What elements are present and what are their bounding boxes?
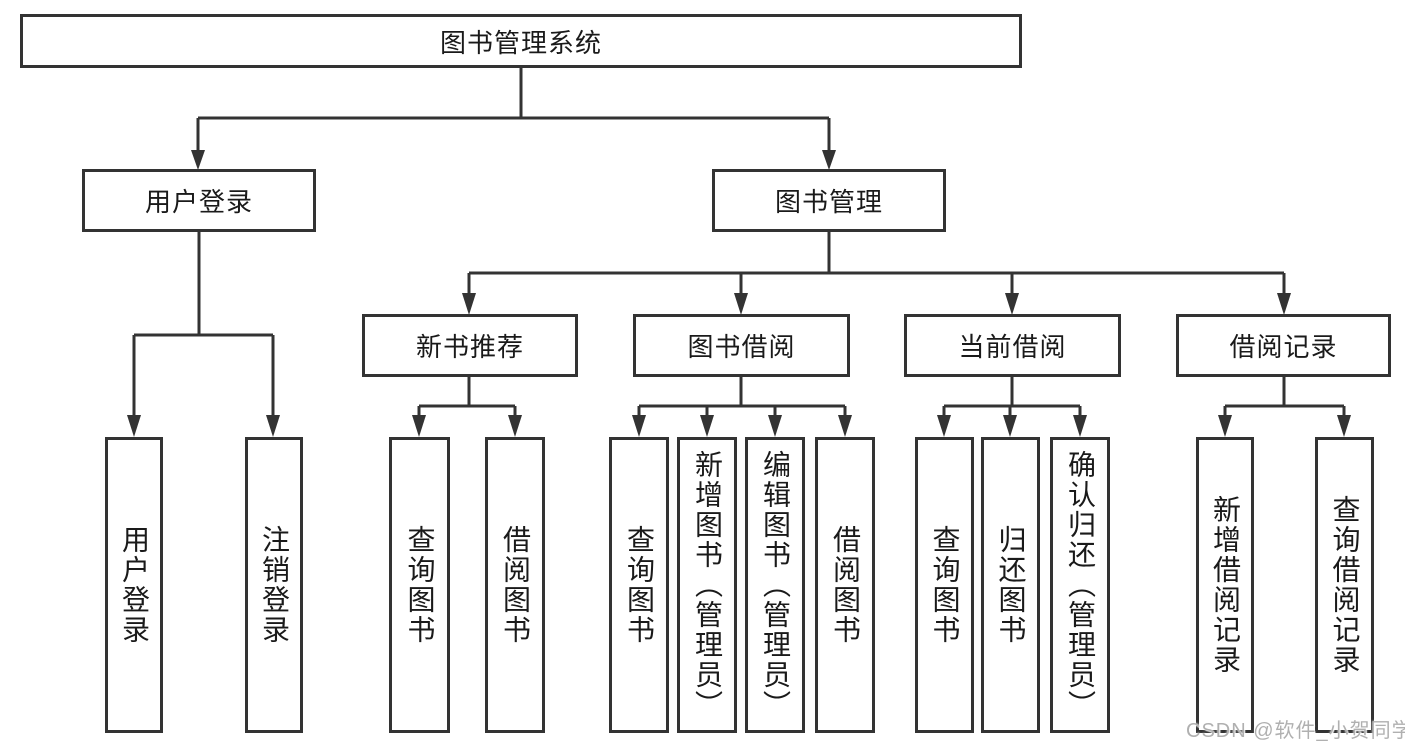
leaf-logout: 注销登录 [245,437,303,733]
arrow-down-icon [1277,293,1291,315]
leaf-borrow-books: 借阅图书 [815,437,875,733]
leaf-query-borrow-record: 查询借阅记录 [1315,437,1374,733]
leaf-edit-books-admin-label: 编辑图书（管理员） [760,450,791,720]
node-root: 图书管理系统 [20,14,1022,68]
csdn-watermark: CSDN @软件_小贺同学 [1186,720,1405,742]
arrow-down-icon [127,415,141,437]
connector-paths [132,68,1346,416]
arrow-down-icon [1005,293,1019,315]
arrow-down-icon [632,415,646,437]
arrow-down-icon [1337,415,1351,437]
arrow-down-icon [1218,415,1232,437]
leaf-add-books-admin: 新增图书（管理员） [677,437,737,733]
arrow-down-icon [700,415,714,437]
node-book-management: 图书管理 [712,169,946,232]
leaf-logout-label: 注销登录 [259,525,290,645]
node-new-book-recommend: 新书推荐 [362,314,578,377]
arrow-down-icon [734,293,748,315]
node-new-book-recommend-label: 新书推荐 [415,332,524,362]
leaf-query-borrow-record-label: 查询借阅记录 [1329,495,1361,675]
leaf-return-books: 归还图书 [981,437,1040,733]
node-borrow-records: 借阅记录 [1176,314,1391,377]
leaf-user-login-label: 用户登录 [119,525,150,645]
node-current-borrow: 当前借阅 [904,314,1121,377]
arrow-down-icon [508,415,522,437]
arrow-down-icon [1073,415,1087,437]
leaf-edit-books-admin: 编辑图书（管理员） [745,437,805,733]
node-user-login: 用户登录 [82,169,316,232]
node-book-borrow: 图书借阅 [633,314,850,377]
leaf-return-books-label: 归还图书 [995,525,1027,645]
node-book-management-label: 图书管理 [774,187,883,217]
leaf-borrow-books-label: 借阅图书 [830,525,861,645]
leaf-add-books-admin-label: 新增图书（管理员） [692,450,723,720]
leaf-user-login: 用户登录 [105,437,163,733]
leaf-borrow-books-recommend: 借阅图书 [485,437,545,733]
arrow-down-icon [412,415,426,437]
arrow-down-icon [937,415,951,437]
node-book-borrow-label: 图书借阅 [687,332,796,362]
node-borrow-records-label: 借阅记录 [1229,332,1338,362]
leaf-add-borrow-record-label: 新增借阅记录 [1210,495,1241,675]
leaf-query-books-borrow: 查询图书 [609,437,669,733]
leaf-confirm-return-admin-label: 确认归还（管理员） [1065,450,1096,720]
node-current-borrow-label: 当前借阅 [958,332,1067,362]
node-user-login-label: 用户登录 [144,187,253,217]
arrow-down-icon [1003,415,1017,437]
arrow-down-icon [462,293,476,315]
leaf-confirm-return-admin: 确认归还（管理员） [1050,437,1110,733]
arrow-down-icon [768,415,782,437]
arrowhead-icons [127,150,1351,437]
arrow-down-icon [838,415,852,437]
leaf-query-books-recommend-label: 查询图书 [404,525,436,645]
leaf-query-books-recommend: 查询图书 [389,437,450,733]
leaf-query-books-current: 查询图书 [915,437,974,733]
arrow-down-icon [266,415,280,437]
leaf-borrow-books-recommend-label: 借阅图书 [500,525,531,645]
leaf-query-books-current-label: 查询图书 [929,525,961,645]
arrow-down-icon [191,150,205,170]
leaf-query-books-borrow-label: 查询图书 [624,525,655,645]
node-root-label: 图书管理系统 [439,27,602,58]
arrow-down-icon [822,150,836,170]
leaf-add-borrow-record: 新增借阅记录 [1196,437,1254,733]
